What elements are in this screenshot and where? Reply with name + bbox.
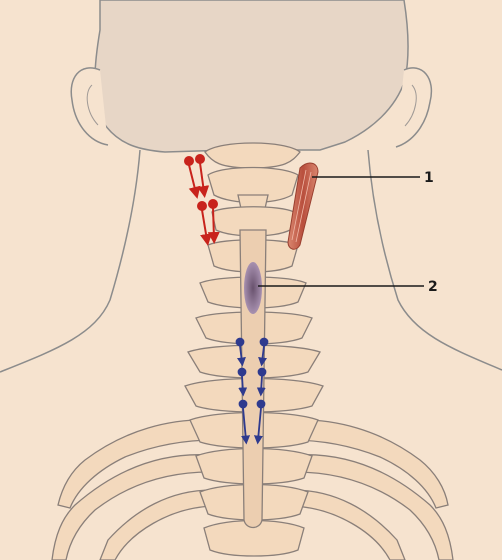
blue-dot-1 — [237, 339, 244, 346]
head — [95, 0, 408, 152]
red-arrow-4 — [213, 208, 214, 238]
blue-dot-3 — [239, 369, 246, 376]
callout-1-label: 1 — [424, 170, 434, 186]
red-dot-2 — [196, 155, 204, 163]
callout-2-label: 2 — [428, 279, 438, 295]
blue-dot-5 — [240, 401, 247, 408]
blue-arrow-3 — [242, 376, 243, 392]
blue-dot-6 — [258, 401, 265, 408]
red-dot-4 — [209, 200, 217, 208]
blue-dot-2 — [261, 339, 268, 346]
vertebra-c1 — [205, 143, 300, 168]
ligament — [244, 262, 262, 314]
blue-arrow-4 — [261, 376, 262, 392]
red-dot-1 — [185, 157, 193, 165]
red-dot-3 — [198, 202, 206, 210]
blue-dot-4 — [259, 369, 266, 376]
